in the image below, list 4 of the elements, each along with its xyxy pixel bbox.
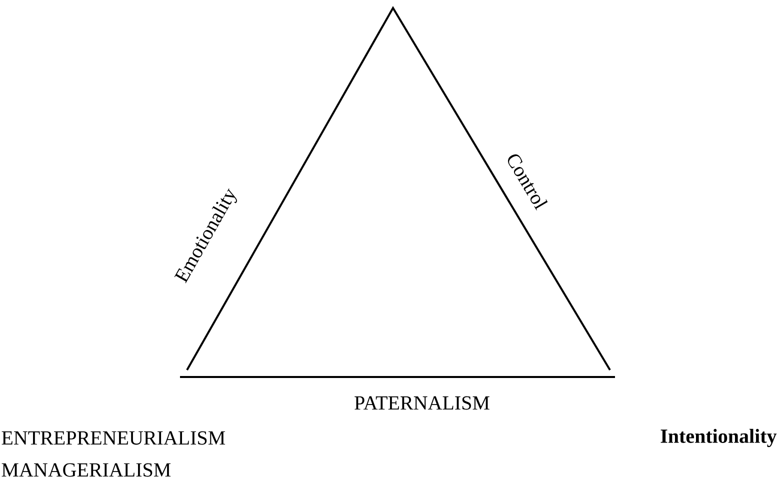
term-label: ENTREPRENEURIALISM <box>2 431 226 445</box>
term-label: Intentionality <box>660 428 777 448</box>
base-label: PATERNALISM <box>354 396 490 410</box>
term-label: MANAGERIALISM <box>2 463 171 477</box>
